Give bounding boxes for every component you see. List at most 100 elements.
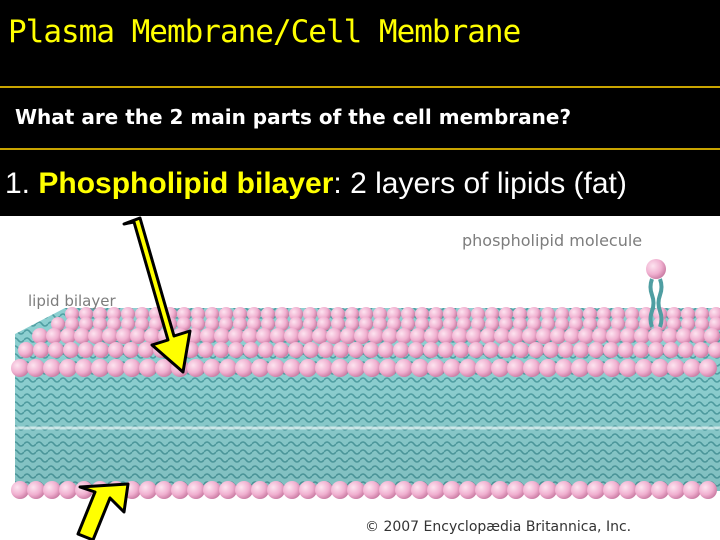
head-bead	[457, 317, 471, 331]
head-bead	[123, 359, 141, 377]
head-bead	[499, 317, 513, 331]
head-bead	[228, 342, 244, 358]
head-bead	[491, 359, 509, 377]
head-bead	[373, 307, 387, 321]
head-bead	[401, 307, 415, 321]
head-bead	[233, 307, 247, 321]
head-bead	[625, 317, 639, 331]
head-bead	[527, 307, 541, 321]
head-bead	[429, 317, 443, 331]
head-bead	[331, 307, 345, 321]
head-bead	[123, 481, 141, 499]
head-bead	[267, 481, 285, 499]
head-bead	[471, 317, 485, 331]
head-bead	[471, 307, 485, 321]
head-bead	[373, 317, 387, 331]
head-bead	[27, 481, 45, 499]
head-bead	[158, 328, 174, 344]
head-bead	[618, 342, 634, 358]
head-bead	[662, 328, 678, 344]
head-bead	[273, 342, 289, 358]
head-bead	[635, 481, 653, 499]
head-bead	[498, 342, 514, 358]
head-bead	[33, 342, 49, 358]
head-bead	[200, 328, 216, 344]
question-text: What are the 2 main parts of the cell me…	[15, 105, 572, 129]
head-bead	[555, 481, 573, 499]
head-bead	[168, 342, 184, 358]
divider-line-bottom	[0, 148, 720, 150]
head-bead	[513, 317, 527, 331]
head-bead	[43, 359, 61, 377]
head-bead	[213, 342, 229, 358]
head-bead	[709, 317, 720, 331]
head-bead	[275, 307, 289, 321]
head-bead	[107, 481, 125, 499]
head-bead	[363, 359, 381, 377]
head-bead	[429, 307, 443, 321]
point-number: 1.	[5, 167, 31, 200]
head-bead	[59, 359, 77, 377]
head-bead	[347, 481, 365, 499]
head-bead	[587, 481, 605, 499]
head-bead	[171, 359, 189, 377]
head-bead	[651, 359, 669, 377]
head-bead	[171, 481, 189, 499]
head-bead	[695, 317, 709, 331]
head-bead	[348, 342, 364, 358]
head-bead	[699, 481, 717, 499]
head-bead	[423, 342, 439, 358]
head-bead	[219, 481, 237, 499]
head-bead	[60, 328, 76, 344]
head-bead	[233, 317, 247, 331]
question-bar: What are the 2 main parts of the cell me…	[0, 94, 720, 146]
head-bead	[359, 307, 373, 321]
head-bead	[427, 359, 445, 377]
slide-title: Plasma Membrane/Cell Membrane	[0, 0, 720, 84]
head-bead	[203, 481, 221, 499]
head-bead	[699, 359, 717, 377]
head-bead	[648, 328, 664, 344]
head-bead	[251, 359, 269, 377]
head-bead	[205, 307, 219, 321]
head-bead	[513, 342, 529, 358]
bilayer-front-face	[11, 359, 720, 499]
head-bead	[453, 342, 469, 358]
head-bead	[303, 307, 317, 321]
label-lipid-bilayer: lipid bilayer	[28, 292, 116, 310]
head-bead	[667, 481, 685, 499]
title-text: Plasma Membrane/Cell Membrane	[8, 14, 521, 50]
head-bead	[318, 342, 334, 358]
head-bead	[48, 342, 64, 358]
head-bead	[283, 481, 301, 499]
head-bead	[116, 328, 132, 344]
head-bead	[408, 342, 424, 358]
upper-head-row	[11, 359, 717, 377]
head-bead	[475, 481, 493, 499]
head-bead	[93, 342, 109, 358]
head-bead	[378, 342, 394, 358]
head-bead	[667, 359, 685, 377]
head-bead	[606, 328, 622, 344]
head-bead	[43, 481, 61, 499]
head-bead	[88, 328, 104, 344]
head-bead	[452, 328, 468, 344]
head-bead	[708, 342, 720, 358]
head-bead	[424, 328, 440, 344]
head-bead	[633, 342, 649, 358]
head-bead	[247, 307, 261, 321]
head-bead	[27, 359, 45, 377]
head-bead	[485, 317, 499, 331]
head-bead	[326, 328, 342, 344]
head-bead	[603, 342, 619, 358]
head-bead	[91, 359, 109, 377]
head-bead	[256, 328, 272, 344]
head-bead	[93, 307, 107, 321]
head-bead	[79, 317, 93, 331]
head-bead	[411, 481, 429, 499]
head-bead	[499, 307, 513, 321]
head-bead	[261, 317, 275, 331]
head-bead	[219, 359, 237, 377]
head-bead	[283, 359, 301, 377]
head-bead	[275, 317, 289, 331]
